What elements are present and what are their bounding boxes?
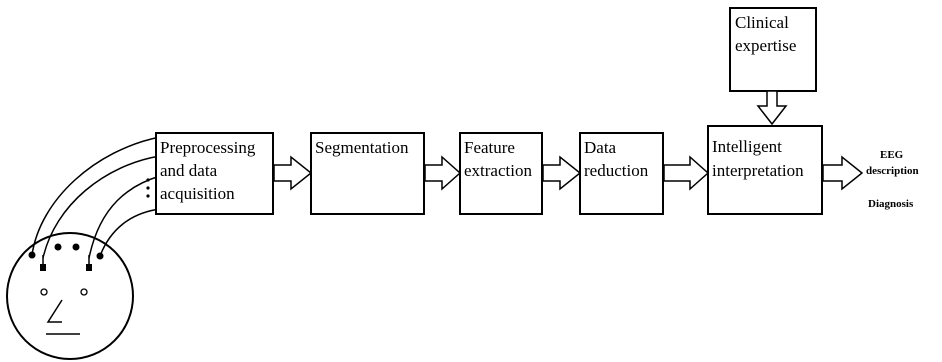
segmentation-box: Segmentation (310, 132, 425, 215)
electrode-wire-1 (31, 136, 161, 256)
interpretation-line-1: Intelligent (712, 137, 782, 156)
electrode-2 (54, 243, 62, 251)
interpretation-box: Intelligent interpretation (707, 125, 823, 215)
feature-line-2: extraction (464, 161, 532, 180)
data-reduction-box: Data reduction (579, 132, 664, 215)
output-labels: EEG description Diagnosis (866, 149, 919, 210)
nose (46, 299, 63, 323)
svg-text:Clinical: Clinical (735, 13, 789, 32)
svg-text:description: description (866, 165, 919, 177)
output-description: description (866, 165, 919, 177)
svg-text:Intelligent: Intelligent (712, 137, 782, 156)
interpretation-line-2: interpretation (712, 161, 804, 180)
svg-text:Feature: Feature (464, 138, 515, 157)
segmentation-line-1: Segmentation (315, 138, 409, 157)
feature-line-1: Feature (464, 138, 515, 157)
right-eye (80, 288, 88, 296)
electrode-1 (28, 251, 36, 259)
svg-text:Segmentation: Segmentation (315, 138, 409, 157)
arrow-interpretation-to-output (822, 155, 864, 191)
svg-text:acquisition: acquisition (160, 184, 235, 203)
arrow-reduction-to-interpretation (663, 155, 710, 191)
svg-text:expertise: expertise (735, 36, 796, 55)
clinical-expertise-box: Clinical expertise (729, 7, 817, 92)
preprocessing-box: Preprocessing and data acquisition (155, 132, 274, 215)
preprocessing-line-3: acquisition (160, 184, 235, 203)
arrow-segmentation-to-feature (424, 155, 462, 191)
svg-text:extraction: extraction (464, 161, 532, 180)
electrode-3 (72, 243, 80, 251)
arrow-preprocessing-to-segmentation (273, 155, 313, 191)
feature-extraction-box: Feature extraction (459, 132, 543, 215)
electrode-5 (40, 264, 46, 271)
electrode-wire-2 (42, 155, 161, 259)
ellipsis-dots (146, 178, 150, 198)
output-eeg: EEG (880, 149, 904, 161)
clinical-line-1: Clinical (735, 13, 789, 32)
electrode-4 (96, 252, 104, 260)
svg-text:Data: Data (584, 138, 617, 157)
reduction-line-1: Data (584, 138, 617, 157)
left-eye (40, 288, 48, 296)
electrode-wire-4 (99, 208, 161, 257)
electrode-wire-3 (88, 175, 161, 259)
head-outline (6, 232, 134, 360)
svg-text:EEG: EEG (880, 149, 904, 161)
preprocessing-line-2: and data (160, 161, 218, 180)
svg-text:Preprocessing: Preprocessing (160, 138, 256, 157)
arrow-feature-to-reduction (542, 155, 582, 191)
svg-text:and data: and data (160, 161, 218, 180)
electrode-6 (86, 264, 92, 271)
svg-text:interpretation: interpretation (712, 161, 804, 180)
svg-text:Diagnosis: Diagnosis (868, 198, 914, 210)
head-illustration (6, 136, 161, 360)
reduction-line-2: reduction (584, 161, 649, 180)
clinical-line-2: expertise (735, 36, 796, 55)
output-diagnosis: Diagnosis (868, 198, 914, 210)
svg-text:reduction: reduction (584, 161, 649, 180)
clinical-down-arrow (756, 90, 788, 126)
preprocessing-line-1: Preprocessing (160, 138, 256, 157)
